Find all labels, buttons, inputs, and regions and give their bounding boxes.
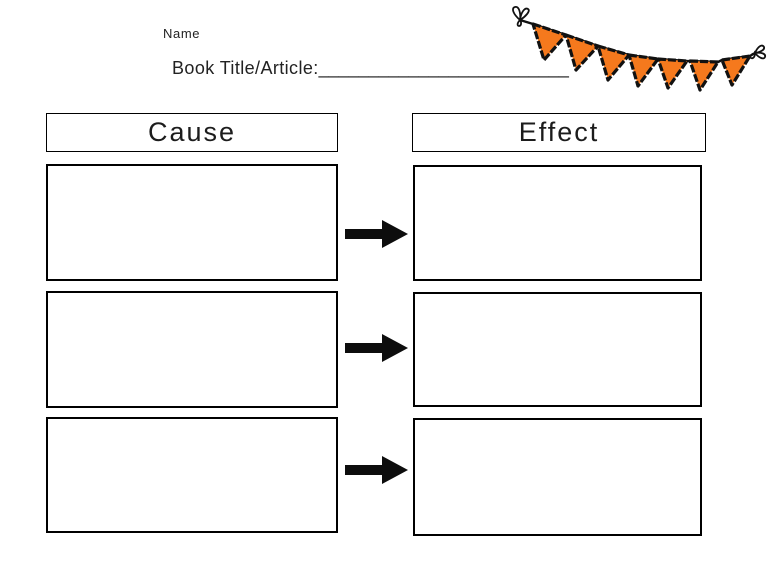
effect-header-box: Effect [412, 113, 706, 152]
right-arrow-icon [344, 217, 410, 251]
cause-header-label: Cause [147, 117, 237, 147]
right-arrow-icon [344, 331, 410, 365]
pennant-flag [564, 33, 600, 72]
pennant-flag [596, 44, 631, 82]
cause-box-1[interactable] [46, 164, 338, 281]
pennant-flag [656, 57, 689, 90]
pennant-banner-icon [512, 6, 767, 92]
book-title-row: Book Title/Article:_____________________… [172, 58, 569, 79]
pennant-flag [688, 59, 720, 92]
pennant-flag [531, 22, 568, 62]
cause-header-box: Cause [46, 113, 338, 152]
banner-bow-left-icon [512, 6, 530, 27]
book-title-label: Book Title/Article: [172, 58, 319, 78]
effect-box-2[interactable] [413, 292, 702, 407]
effect-box-1[interactable] [413, 165, 702, 281]
effect-box-3[interactable] [413, 418, 702, 536]
pennant-flag [720, 54, 752, 87]
cause-box-2[interactable] [46, 291, 338, 408]
effect-header-label: Effect [518, 117, 600, 147]
book-title-blank-line[interactable]: _________________________ [318, 58, 569, 78]
banner-bow-right-icon [749, 44, 767, 60]
name-label: Name [163, 26, 201, 41]
pennant-flag [627, 53, 660, 88]
right-arrow-icon [344, 453, 410, 487]
cause-box-3[interactable] [46, 417, 338, 533]
